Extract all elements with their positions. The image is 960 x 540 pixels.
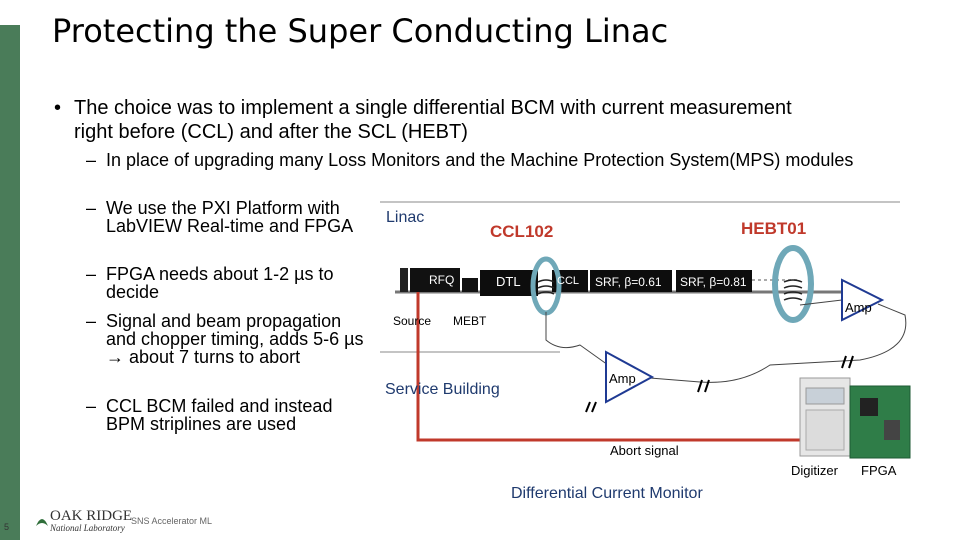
srf1-label: SRF, β=0.61	[595, 275, 662, 289]
break-mark-icon	[841, 355, 854, 369]
sub-bullet-text: FPGA needs about 1-2 µs to decide	[106, 264, 334, 302]
sub-bullet-text: Signal and beam propagation and chopper …	[106, 311, 364, 367]
break-mark-icon	[585, 401, 597, 413]
ccl-signal-wire	[545, 312, 609, 366]
amp-2-label: Amp	[845, 300, 872, 315]
service-building-label: Service Building	[385, 381, 500, 398]
ccl102-label: CCL102	[490, 222, 554, 241]
bcm-toroid-hebt-icon	[772, 245, 814, 323]
amp-2-icon	[841, 278, 885, 322]
amp-digitizer-wire	[649, 303, 907, 383]
abort-signal-line	[416, 292, 800, 442]
sub-bullet-text: In place of upgrading many Loss Monitors…	[106, 150, 854, 170]
hebt-signal-wire	[799, 299, 843, 306]
coil-ccl-icon	[537, 279, 555, 295]
main-bullet-text: The choice was to implement a single dif…	[74, 97, 792, 143]
break-mark-icon	[697, 379, 710, 393]
sub-bullet-5: – CCL BCM failed and instead BPM stripli…	[86, 397, 366, 433]
sub-bullet-3: – FPGA needs about 1-2 µs to decide	[86, 265, 366, 301]
footer-text: SNS Accelerator ML	[131, 516, 213, 526]
sidebar-accent	[0, 25, 20, 540]
sub-bullet-4: – Signal and beam propagation and choppe…	[86, 312, 366, 366]
sub-bullet-1: – In place of upgrading many Loss Monito…	[86, 151, 876, 169]
srf2-label: SRF, β=0.81	[680, 275, 747, 289]
oak-leaf-icon	[36, 519, 48, 526]
lab-logo: OAK RIDGE National Laboratory	[50, 508, 133, 533]
bullet-dot: •	[54, 97, 62, 119]
coil-hebt-icon	[783, 279, 803, 301]
hebt01-label: HEBT01	[741, 219, 807, 238]
srf2-block	[676, 270, 752, 292]
source-block	[400, 268, 408, 292]
amp-1-label: Amp	[609, 371, 636, 386]
rfq-block	[410, 268, 460, 292]
abort-signal-label: Abort signal	[610, 443, 679, 458]
fpga-board-icon	[849, 385, 911, 459]
linac-label: Linac	[386, 209, 425, 226]
mebt-label: MEBT	[453, 314, 487, 328]
ccl-label: CCL	[557, 275, 580, 287]
digitizer-label: Digitizer	[791, 463, 838, 478]
dtl-label: DTL	[496, 274, 521, 289]
srf1-block	[590, 270, 672, 292]
amp-1-icon	[605, 350, 655, 404]
page-number: 5	[4, 522, 10, 532]
page-title: Protecting the Super Conducting Linac	[52, 12, 669, 50]
sub-bullet-2: – We use the PXI Platform with LabVIEW R…	[86, 199, 366, 235]
main-bullet: • The choice was to implement a single d…	[54, 96, 814, 144]
source-label: Source	[393, 314, 432, 328]
rfq-label: RFQ	[429, 273, 455, 287]
sub-bullet-text: We use the PXI Platform with LabVIEW Rea…	[106, 198, 354, 236]
diagram-caption: Differential Current Monitor	[511, 485, 703, 502]
sub-bullet-text: CCL BCM failed and instead BPM stripline…	[106, 396, 333, 434]
dtl-block	[480, 270, 538, 296]
mebt-block	[462, 278, 478, 292]
fpga-label: FPGA	[861, 463, 897, 478]
